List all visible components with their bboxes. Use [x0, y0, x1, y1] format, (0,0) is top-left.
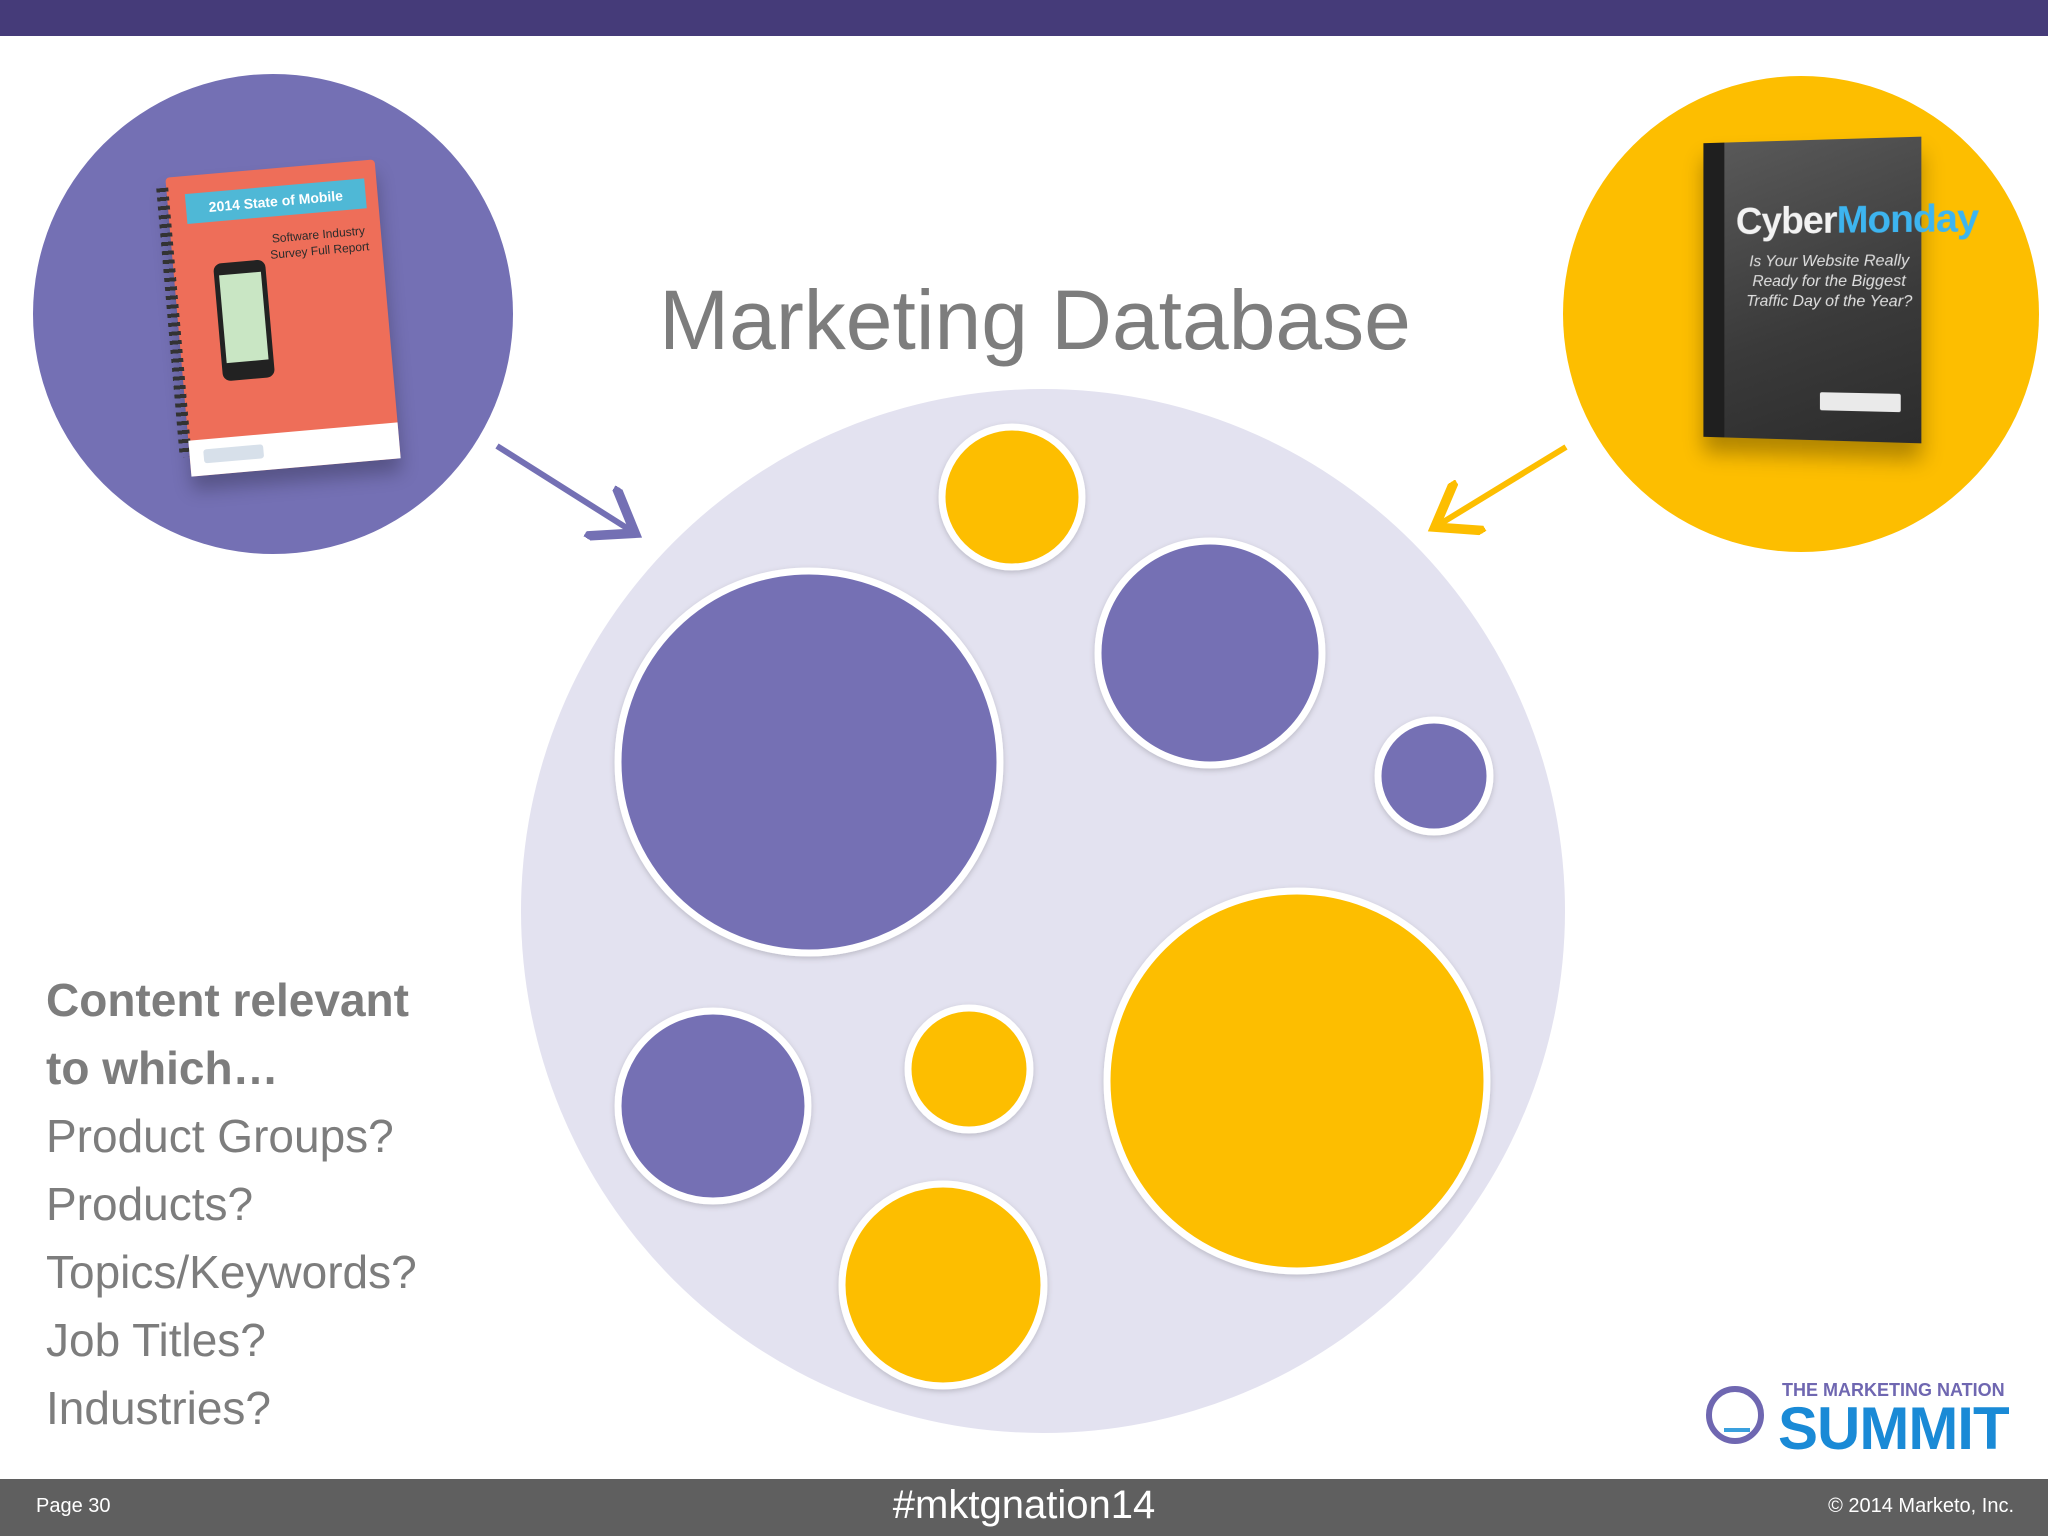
summit-chart-icon: [1706, 1386, 1764, 1444]
slide-title: Marketing Database: [560, 270, 1510, 370]
question-item: Industries?: [46, 1374, 526, 1442]
question-heading-line2: to which…: [46, 1034, 526, 1102]
question-heading-line1: Content relevant: [46, 966, 526, 1034]
bubble-gold-small: [908, 1008, 1030, 1130]
bubble-purple-medium: [1098, 541, 1322, 765]
mobile-report-cover: 2014 State of Mobile Software Industry S…: [165, 159, 400, 476]
question-item: Job Titles?: [46, 1306, 526, 1374]
book-spine: [1703, 143, 1724, 438]
title-cyber: Cyber: [1736, 200, 1837, 243]
arrow-purple: [497, 446, 630, 530]
footer-bar: Page 30 #mktgnation14 © 2014 Marketo, In…: [0, 1479, 2048, 1536]
bubble-gold-bottom: [842, 1184, 1044, 1386]
cyber-monday-title: CyberMonday: [1736, 198, 1920, 244]
question-item: Product Groups?: [46, 1102, 526, 1170]
cyber-monday-cover: CyberMonday Is Your Website Really Ready…: [1703, 137, 1921, 444]
bars-icon: [1724, 1408, 1750, 1432]
bubble-purple-bottom: [618, 1011, 808, 1201]
copyright: © 2014 Marketo, Inc.: [1828, 1495, 2014, 1518]
bubble-purple-large: [618, 571, 1000, 953]
phone-illustration: [213, 259, 275, 381]
publisher-badge: [1820, 392, 1901, 412]
summit-logo: THE MARKETING NATION SUMMIT: [1700, 1378, 2020, 1458]
question-item: Products?: [46, 1170, 526, 1238]
bubble-purple-small: [1378, 720, 1490, 832]
logo-big-text: SUMMIT: [1778, 1394, 2009, 1463]
hashtag: #mktgnation14: [0, 1483, 2048, 1528]
cover-banner: 2014 State of Mobile: [185, 178, 367, 224]
cover-subtitle: Software Industry Survey Full Report: [265, 222, 372, 263]
publisher-logo: [203, 444, 264, 463]
question-list: Content relevant to which… Product Group…: [46, 966, 526, 1442]
map-screen: [219, 272, 269, 363]
question-item: Topics/Keywords?: [46, 1238, 526, 1306]
title-monday: Monday: [1837, 197, 1979, 242]
bubble-gold-top: [942, 427, 1082, 567]
cyber-monday-subtitle: Is Your Website Really Ready for the Big…: [1740, 251, 1920, 312]
bubble-gold-large: [1107, 891, 1487, 1271]
arrow-gold: [1440, 447, 1566, 524]
